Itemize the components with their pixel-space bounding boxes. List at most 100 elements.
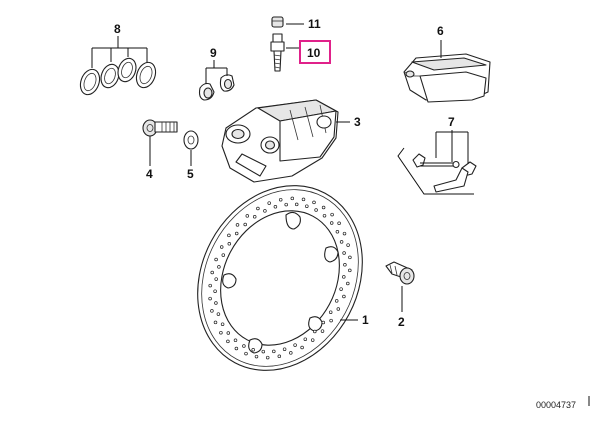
bleeder-valve-part-10[interactable] <box>270 33 300 72</box>
disc-hole <box>284 202 288 207</box>
disc-hole <box>219 245 224 249</box>
pin-spring-part-7[interactable] <box>397 130 477 195</box>
disc-hole <box>282 347 287 351</box>
disc-hole <box>346 281 350 286</box>
disc-hole <box>310 338 315 342</box>
disc-hole <box>243 222 247 227</box>
callout-8[interactable]: 8 <box>114 22 121 36</box>
disc-hole <box>320 329 325 333</box>
disc-hole <box>342 275 346 279</box>
disc-hole <box>210 309 214 313</box>
disc-hole <box>335 230 340 234</box>
disc-hole <box>221 253 226 257</box>
disc-hole <box>256 206 260 211</box>
disc-hole <box>242 344 246 348</box>
disc-hole <box>303 337 308 341</box>
seal-rings-part-8[interactable] <box>77 56 159 97</box>
disc-hole <box>265 355 270 360</box>
disc-hole <box>233 338 238 343</box>
disc-hole <box>273 205 278 209</box>
disc-hole <box>220 322 225 326</box>
disc-hole <box>346 243 350 247</box>
disc-hole <box>278 197 283 202</box>
disc-hole <box>208 296 212 301</box>
disc-hole <box>321 205 326 210</box>
disc-hole <box>334 299 339 303</box>
disc-hole <box>214 277 218 281</box>
highlight-frame-10 <box>299 40 331 64</box>
disc-hole <box>267 201 271 205</box>
disc-hole <box>348 268 352 273</box>
disc-hole <box>343 263 347 267</box>
disc-hole <box>214 257 218 262</box>
disc-hole <box>290 196 295 201</box>
washer-part-5[interactable] <box>183 130 199 166</box>
disc-hole <box>226 331 231 335</box>
callout-10[interactable]: 10 <box>307 46 321 60</box>
callout-2[interactable]: 2 <box>398 315 405 329</box>
disc-hole <box>272 349 276 354</box>
callout-1[interactable]: 1 <box>362 313 369 327</box>
leader-8 <box>91 36 148 68</box>
disc-hole <box>214 301 218 305</box>
leader-9 <box>205 60 228 84</box>
disc-hole <box>263 209 267 213</box>
disc-hole <box>216 312 221 316</box>
disc-hole <box>213 289 217 293</box>
brake-pads-part-6[interactable] <box>403 40 491 103</box>
callout-5[interactable]: 5 <box>187 167 194 181</box>
disc-hole <box>321 320 326 325</box>
disc-hole <box>329 221 334 225</box>
disc-bolt-part-2[interactable] <box>385 261 415 312</box>
callout-4[interactable]: 4 <box>146 167 153 181</box>
disc-hole <box>322 213 327 218</box>
disc-hole <box>234 346 239 351</box>
disc-hole <box>234 231 239 236</box>
callout-7[interactable]: 7 <box>448 115 455 129</box>
callout-9[interactable]: 9 <box>210 46 217 60</box>
disc-hole <box>252 215 257 219</box>
disc-hole <box>342 251 346 255</box>
disc-hole <box>313 329 317 334</box>
disc-hole <box>226 339 230 344</box>
callout-6[interactable]: 6 <box>437 24 444 38</box>
disc-hole <box>208 283 212 288</box>
bleeder-cap-part-11[interactable] <box>271 16 304 28</box>
caliper-bolt-part-4[interactable] <box>142 119 178 166</box>
disc-hole <box>312 200 316 205</box>
drawing-number: 00004737 <box>536 400 576 410</box>
disc-hole <box>261 349 266 354</box>
disc-hole <box>244 351 248 356</box>
brake-caliper-part-3[interactable] <box>221 99 350 183</box>
disc-hole <box>339 287 343 291</box>
brake-disc-part-1[interactable] <box>166 157 394 400</box>
disc-hole <box>293 343 297 347</box>
disc-hole <box>289 351 293 355</box>
disc-hole <box>300 345 304 350</box>
disc-hole <box>314 208 318 212</box>
disc-hole <box>245 214 250 218</box>
disc-hole <box>342 231 347 236</box>
disc-hole <box>213 320 218 325</box>
disc-hole <box>348 255 352 260</box>
disc-hole <box>235 223 240 227</box>
disc-hole <box>329 318 333 323</box>
disc-hole <box>251 348 255 352</box>
disc-hole <box>337 221 341 226</box>
disc-hole <box>277 354 282 359</box>
disc-hole <box>305 204 309 208</box>
callout-11[interactable]: 11 <box>308 17 321 31</box>
disc-hole <box>301 197 306 202</box>
disc-hole <box>294 202 299 207</box>
disc-hole <box>328 310 333 314</box>
disc-holes <box>208 196 352 360</box>
disc-hole <box>339 240 344 244</box>
disc-hole <box>217 265 221 269</box>
disc-hole <box>342 294 346 299</box>
disc-hole <box>227 242 232 246</box>
callout-3[interactable]: 3 <box>354 115 361 129</box>
disc-hole <box>219 330 223 335</box>
disc-hole <box>210 270 214 275</box>
bushes-part-9[interactable] <box>198 74 235 101</box>
